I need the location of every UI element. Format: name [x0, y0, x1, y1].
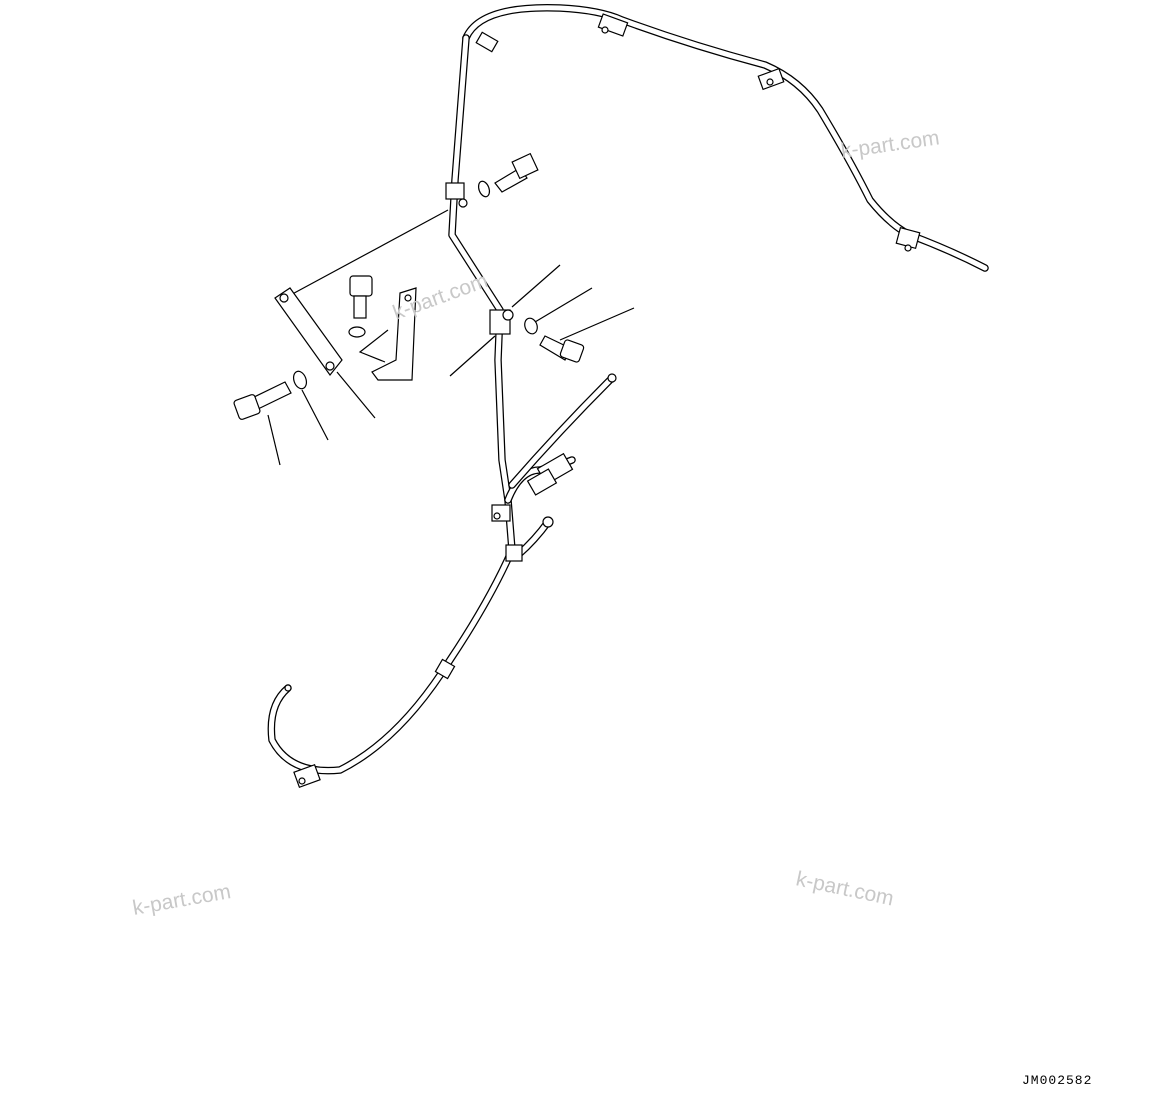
bolt-right [539, 335, 585, 363]
support-plate [274, 287, 343, 376]
bolt-left [233, 381, 292, 420]
bolt-mid [348, 275, 373, 338]
watermark: k-part.com [131, 880, 233, 920]
bolt-upper [494, 152, 539, 193]
upper-hose-clamp [445, 13, 921, 252]
washer-upper [477, 180, 491, 198]
bracket [358, 287, 417, 381]
washer-right [524, 317, 538, 335]
watermark: k-part.com [794, 867, 896, 910]
lower-clamp [284, 504, 523, 789]
washer-left [292, 370, 308, 390]
drawing-code: JM002582 [1022, 1073, 1092, 1088]
watermark: k-part.com [839, 126, 940, 163]
lower-harness [267, 546, 516, 775]
connector [526, 373, 617, 528]
watermark: k-part.com [390, 269, 491, 325]
middle-clamp [489, 309, 514, 335]
